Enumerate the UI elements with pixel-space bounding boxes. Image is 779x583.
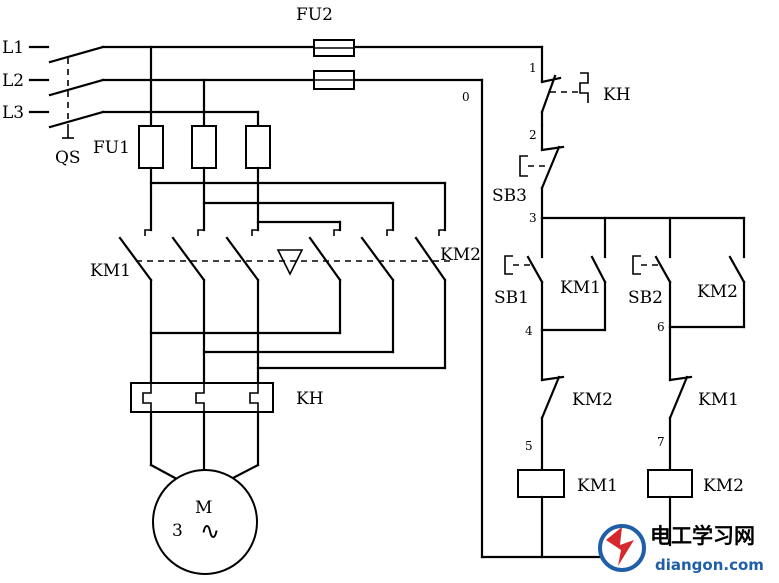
motor xyxy=(152,469,258,575)
labels: L1 L2 L3 QS FU1 FU2 KM1 KM2 KH M 3 ∿ KH … xyxy=(2,5,744,545)
label-sb2: SB2 xyxy=(628,288,663,308)
fu1-fuses xyxy=(138,45,447,232)
label-fu2: FU2 xyxy=(296,5,333,25)
node-2: 2 xyxy=(529,128,537,142)
main-contacts xyxy=(118,229,450,385)
label-motor-3: 3 xyxy=(172,521,183,541)
label-sb3: SB3 xyxy=(492,186,527,206)
label-kh-ctrl: KH xyxy=(603,85,631,105)
control-circuit xyxy=(480,72,746,559)
label-km2-hold: KM2 xyxy=(697,282,738,302)
label-km1-interlock: KM1 xyxy=(698,390,739,410)
node-5: 5 xyxy=(525,439,533,453)
label-km2-main: KM2 xyxy=(440,245,481,265)
label-sb1: SB1 xyxy=(494,288,529,308)
label-km2-interlock: KM2 xyxy=(572,390,613,410)
label-fu1: FU1 xyxy=(93,138,130,158)
label-l3: L3 xyxy=(2,103,24,123)
thermal-relay xyxy=(130,382,274,480)
node-4: 4 xyxy=(525,324,533,338)
supply-lines xyxy=(28,45,544,559)
fu2-fuses xyxy=(313,39,355,90)
label-km2-coil: KM2 xyxy=(703,476,744,496)
lightning-icon xyxy=(606,527,634,566)
label-km1-hold: KM1 xyxy=(560,278,601,298)
watermark: 电工学习网 diangon.com xyxy=(598,524,764,574)
watermark-cn: 电工学习网 xyxy=(650,524,755,548)
label-motor-ac: ∿ xyxy=(200,517,220,545)
label-km1-coil: KM1 xyxy=(577,476,618,496)
node-7: 7 xyxy=(657,435,665,449)
label-l1: L1 xyxy=(2,38,24,58)
label-km1-main: KM1 xyxy=(90,261,131,281)
node-3: 3 xyxy=(529,211,537,225)
label-l2: L2 xyxy=(2,71,24,91)
node-1: 1 xyxy=(529,61,537,75)
label-kh-main: KH xyxy=(296,389,324,409)
label-motor-m: M xyxy=(195,498,212,518)
node-0: 0 xyxy=(462,90,470,104)
node-6: 6 xyxy=(657,320,665,334)
label-qs: QS xyxy=(55,148,81,168)
watermark-en: diangon.com xyxy=(655,556,764,574)
